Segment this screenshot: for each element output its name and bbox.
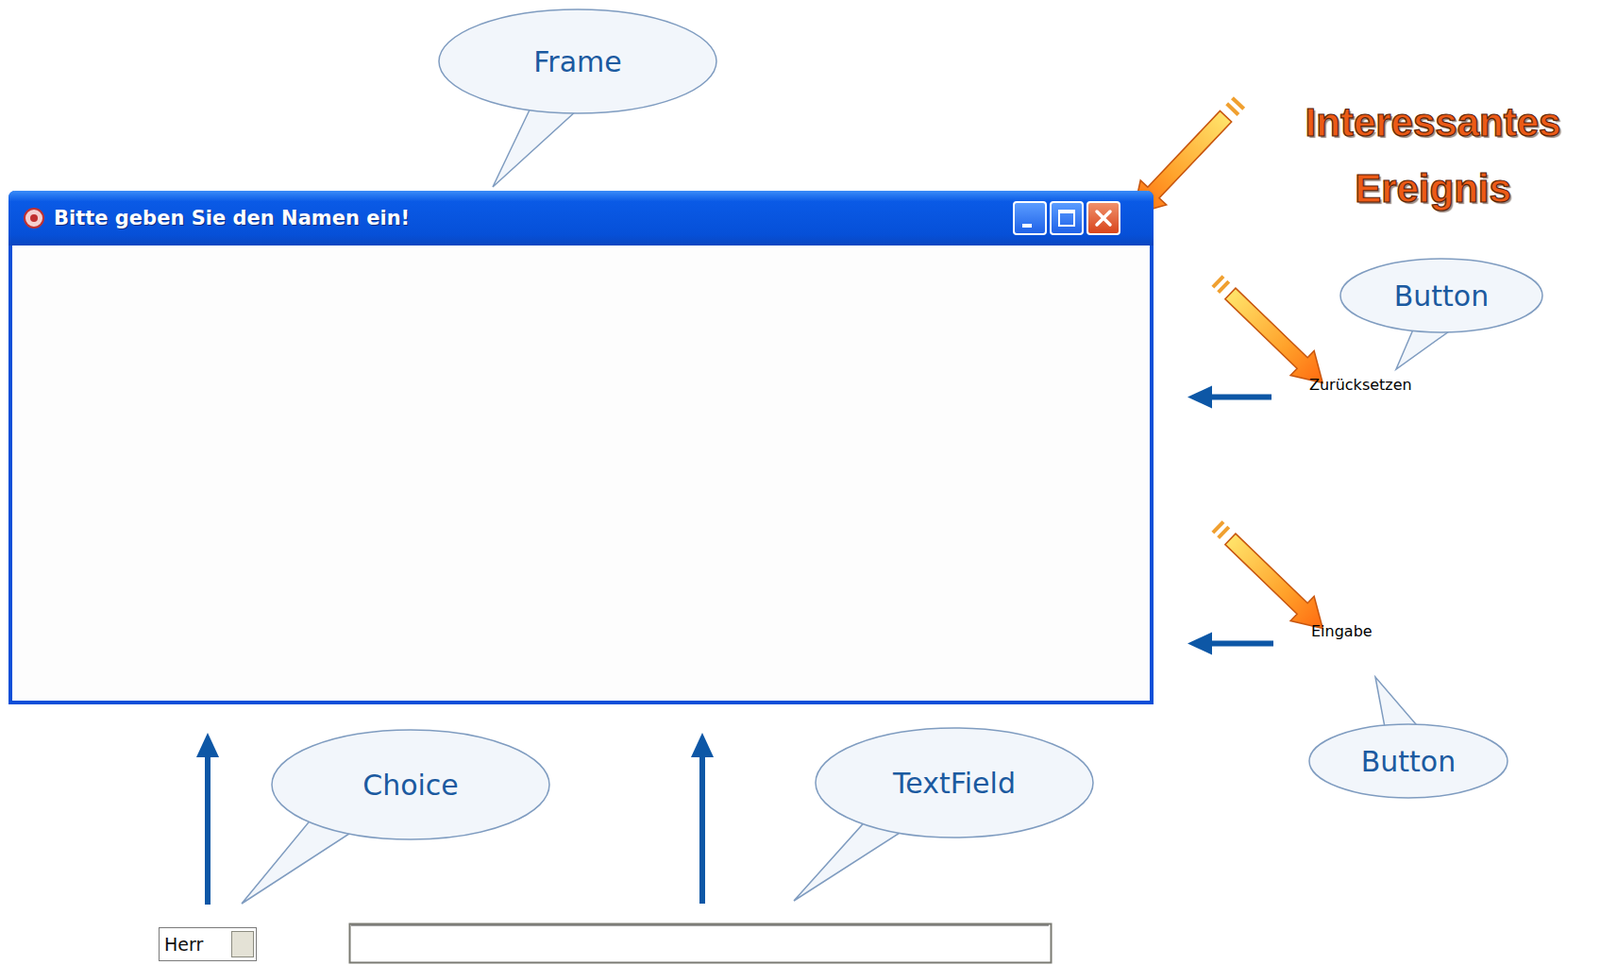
icon-part bbox=[30, 214, 38, 222]
callout-text: Choice bbox=[362, 768, 459, 802]
arrow-head bbox=[196, 732, 219, 758]
push-button: Eingabe bbox=[1311, 622, 1425, 665]
bubble-ellipse bbox=[1340, 258, 1543, 333]
arrow-head bbox=[690, 732, 714, 758]
close-glyph bbox=[1088, 202, 1119, 234]
arrow-line bbox=[204, 753, 211, 905]
callout-bubble: TextField bbox=[814, 726, 1095, 839]
arrow-line bbox=[699, 753, 706, 904]
arrow-head bbox=[1187, 632, 1213, 656]
callout-text: Button bbox=[1394, 279, 1490, 313]
text-field bbox=[350, 924, 1052, 963]
callout-bubble: Button bbox=[1339, 257, 1544, 334]
callout-text: TextField bbox=[892, 766, 1016, 800]
maximize-glyph bbox=[1058, 209, 1076, 227]
control-label: Eingabe bbox=[1311, 622, 1373, 640]
pencil-arrow bbox=[1206, 514, 1335, 640]
window-title: Bitte geben Sie den Namen ein! bbox=[53, 206, 410, 230]
app-frame: Bitte geben Sie den Namen ein! bbox=[8, 190, 1154, 705]
minimize-glyph bbox=[1022, 223, 1032, 228]
callout-text: Button bbox=[1361, 744, 1457, 778]
connector-arrow bbox=[196, 732, 219, 905]
app-icon bbox=[21, 205, 47, 231]
arrow-head bbox=[1187, 386, 1213, 409]
callout-text: Frame bbox=[533, 45, 622, 79]
callout-tail bbox=[492, 101, 578, 187]
bubble-ellipse bbox=[271, 729, 550, 840]
minimize-button bbox=[1012, 201, 1047, 236]
close-cross bbox=[1096, 211, 1111, 225]
dropdown-button bbox=[231, 930, 254, 958]
highlight-label: Interessantes Ereignis bbox=[1274, 89, 1592, 222]
control-label: Herr bbox=[164, 933, 203, 955]
choice-box: Herr bbox=[158, 926, 257, 961]
bubble-ellipse bbox=[815, 727, 1094, 838]
bubble-ellipse bbox=[438, 9, 717, 114]
maximize-button bbox=[1049, 201, 1084, 236]
callout-bubble: Button bbox=[1308, 723, 1509, 799]
bubble-ellipse bbox=[1309, 724, 1508, 798]
control-label: Zurücksetzen bbox=[1309, 375, 1413, 394]
icon-part bbox=[24, 208, 44, 228]
connector-arrow bbox=[1187, 386, 1272, 409]
title-bar: Bitte geben Sie den Namen ein! bbox=[8, 190, 1154, 246]
text-field-bevel bbox=[351, 925, 1049, 927]
arrow-line bbox=[1208, 394, 1272, 401]
callout-bubble: Choice bbox=[270, 728, 551, 841]
connector-arrow bbox=[1187, 632, 1274, 656]
push-button: Zurücksetzen bbox=[1309, 375, 1475, 419]
arrow-line bbox=[1208, 640, 1274, 647]
callout-bubble: Frame bbox=[437, 8, 718, 115]
close-button bbox=[1086, 201, 1121, 236]
